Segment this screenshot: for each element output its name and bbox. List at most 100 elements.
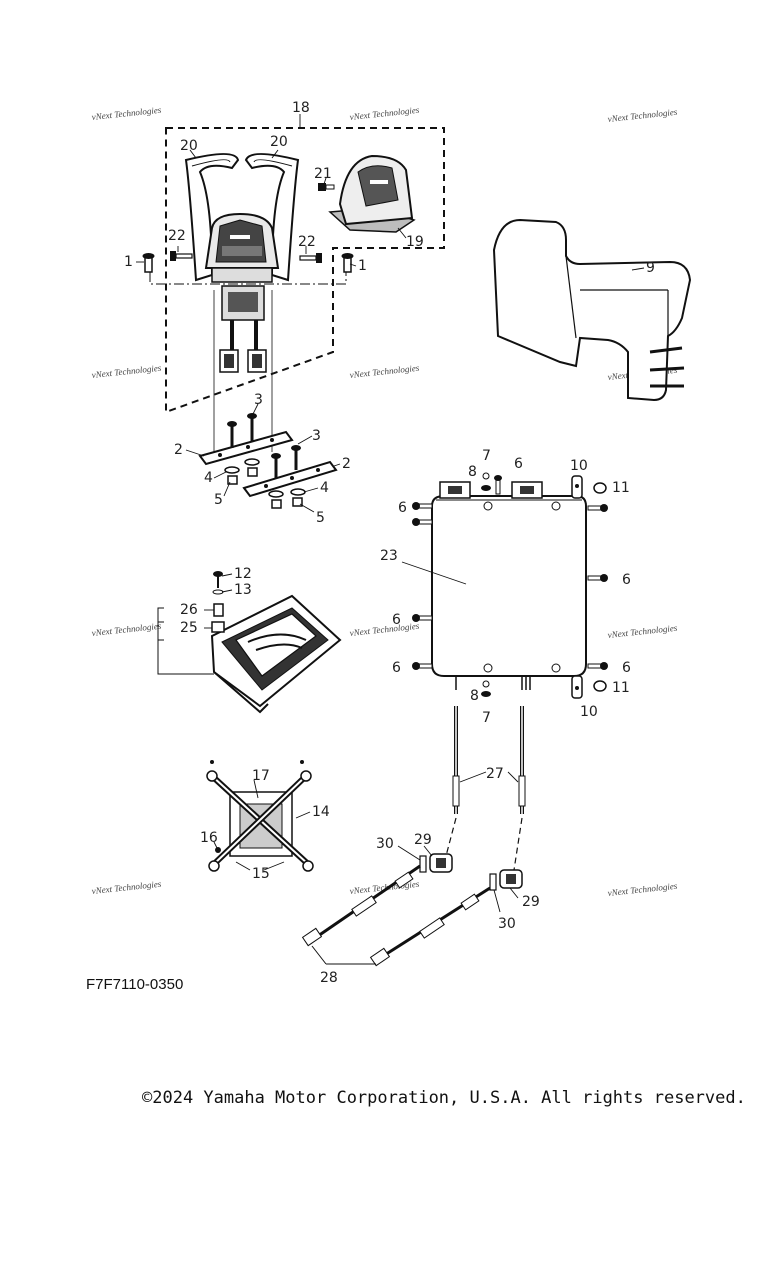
part-label-3: 3	[254, 392, 263, 408]
harness-28	[301, 864, 491, 967]
screw-22-right	[299, 253, 322, 263]
part-label-6: 6	[392, 660, 401, 676]
part-label-6: 6	[398, 500, 407, 516]
part-number-labels: 18 20 20 21 22 22 1 1 19 9 3 2 3 2 4 5 4…	[124, 100, 655, 986]
watermark-3: vNext Technologies	[607, 107, 678, 124]
cable-27-left	[445, 706, 460, 857]
screw-1-right	[341, 253, 354, 273]
bracket-10-upper	[571, 475, 583, 499]
watermark-12: vNext Technologies	[607, 881, 678, 898]
part-label-10: 10	[580, 704, 598, 720]
ring-30-right	[489, 873, 497, 891]
part-label-2: 2	[342, 456, 351, 472]
part-label-27: 27	[486, 766, 504, 782]
screws-7	[482, 472, 490, 688]
ring-30-left	[419, 855, 427, 873]
part-label-22: 22	[168, 228, 186, 244]
leader-lines	[136, 114, 645, 913]
screws-6	[412, 475, 608, 670]
assembly-18-outline	[165, 127, 445, 414]
watermark-4: vNext Technologies	[91, 363, 162, 380]
watermark-1: vNext Technologies	[91, 105, 162, 122]
part-label-6: 6	[392, 612, 401, 628]
part-label-5: 5	[214, 492, 223, 508]
copyright-notice: ©2024 Yamaha Motor Corporation, U.S.A. A…	[142, 1088, 746, 1108]
screw-22-left	[170, 251, 193, 261]
watermark-text: vNext Technologies	[91, 105, 162, 122]
part-label-20: 20	[180, 138, 198, 154]
part-label-9: 9	[646, 260, 655, 276]
clip-11-lower	[593, 680, 607, 692]
figure-code: F7F7110-0350	[86, 976, 184, 993]
callout-bracket-module	[157, 607, 214, 675]
part-label-1: 1	[124, 254, 133, 270]
washers-4	[224, 458, 306, 498]
bolts-3	[227, 413, 301, 478]
part-label-18: 18	[292, 100, 310, 116]
watermark-text: vNext Technologies	[91, 363, 162, 380]
part-label-8: 8	[468, 464, 477, 480]
washer-13	[212, 589, 224, 595]
grip-left-20	[184, 153, 240, 282]
part-label-3: 3	[312, 428, 321, 444]
cover-9	[492, 218, 692, 402]
part-label-19: 19	[406, 234, 424, 250]
watermark-text: vNext Technologies	[607, 107, 678, 124]
part-label-30: 30	[376, 836, 394, 852]
part-label-4: 4	[204, 470, 213, 486]
gas-spring-assembly	[206, 760, 314, 872]
watermark-8: vNext Technologies	[349, 621, 420, 638]
part-label-7: 7	[482, 710, 491, 726]
watermark-text: vNext Technologies	[607, 623, 678, 640]
part-label-6: 6	[514, 456, 523, 472]
part-label-1: 1	[358, 258, 367, 274]
part-label-16: 16	[200, 830, 218, 846]
watermark-text: vNext Technologies	[91, 621, 162, 638]
control-module	[210, 594, 342, 714]
part-label-11: 11	[612, 480, 630, 496]
part-label-15: 15	[252, 866, 270, 882]
part-label-11: 11	[612, 680, 630, 696]
watermark-text: vNext Technologies	[349, 105, 420, 122]
side-console-19	[328, 154, 416, 233]
watermark-text: vNext Technologies	[607, 881, 678, 898]
part-label-20: 20	[270, 134, 288, 150]
part-label-25: 25	[180, 620, 198, 636]
watermark-10: vNext Technologies	[91, 879, 162, 896]
part-label-10: 10	[570, 458, 588, 474]
part-label-14: 14	[312, 804, 330, 820]
control-box-23	[431, 481, 587, 690]
watermark-text: vNext Technologies	[349, 621, 420, 638]
part-label-28: 28	[320, 970, 338, 986]
watermark-5: vNext Technologies	[349, 363, 420, 380]
watermark-9: vNext Technologies	[607, 623, 678, 640]
part-label-12: 12	[234, 566, 252, 582]
screw-21	[318, 183, 335, 191]
part-label-4: 4	[320, 480, 329, 496]
grommet-25	[211, 621, 225, 633]
part-label-8: 8	[470, 688, 479, 704]
part-label-29: 29	[522, 894, 540, 910]
part-label-23: 23	[380, 548, 398, 564]
part-label-26: 26	[180, 602, 198, 618]
part-label-7: 7	[482, 448, 491, 464]
cable-27-right	[513, 706, 526, 871]
collar-26	[213, 603, 224, 617]
nuts-5	[227, 467, 303, 509]
bracket-2-lower	[242, 460, 338, 498]
part-label-22: 22	[298, 234, 316, 250]
part-label-30: 30	[498, 916, 516, 932]
screw-12	[213, 571, 223, 588]
watermark-text: vNext Technologies	[349, 363, 420, 380]
part-label-5: 5	[316, 510, 325, 526]
grip-right-20	[244, 153, 300, 282]
part-label-2: 2	[174, 442, 183, 458]
wiring-harness	[219, 285, 267, 373]
part-label-21: 21	[314, 166, 332, 182]
connector-29-right	[499, 869, 523, 889]
watermark-text: vNext Technologies	[91, 879, 162, 896]
part-label-17: 17	[252, 768, 270, 784]
assembly-centerline	[149, 272, 347, 285]
bracket-10-lower	[571, 675, 583, 699]
